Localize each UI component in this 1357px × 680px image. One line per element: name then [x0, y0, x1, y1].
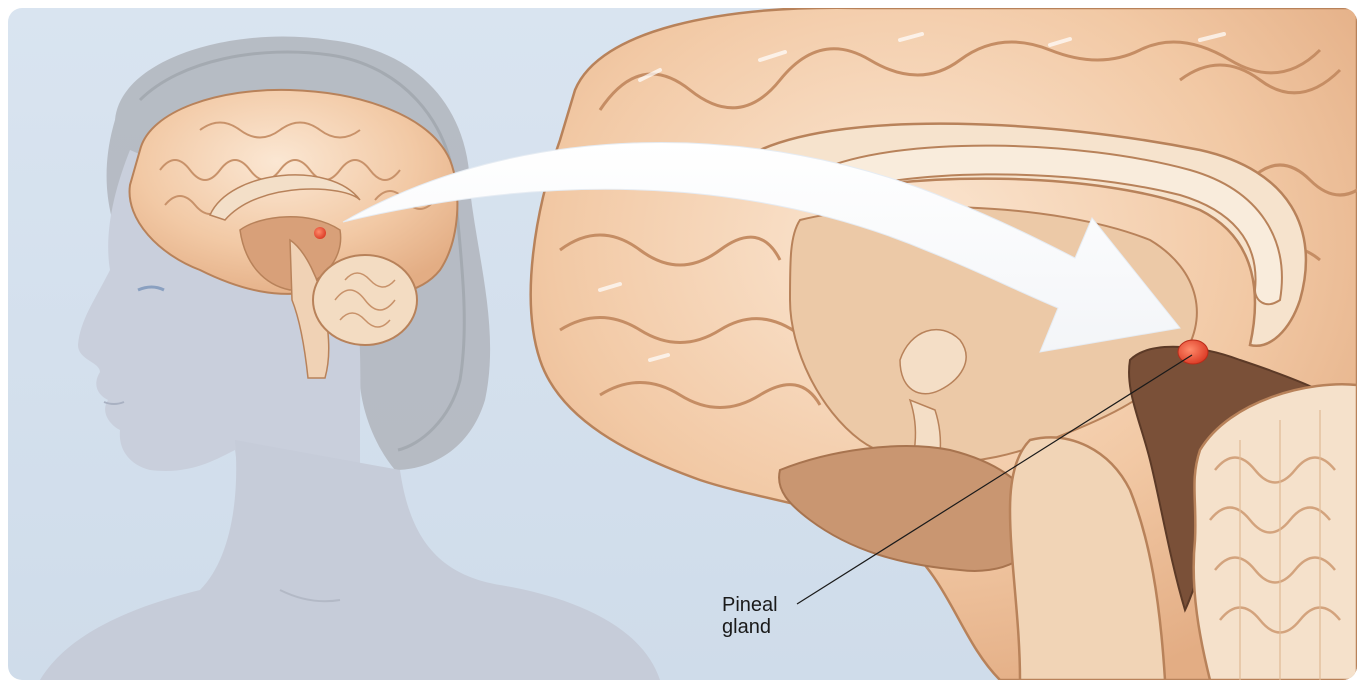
pineal-label-line2: gland	[722, 616, 778, 638]
pineal-gland-label: Pineal gland	[722, 594, 778, 638]
pineal-label-line1: Pineal	[722, 594, 778, 616]
small-pineal-gland	[314, 227, 326, 239]
